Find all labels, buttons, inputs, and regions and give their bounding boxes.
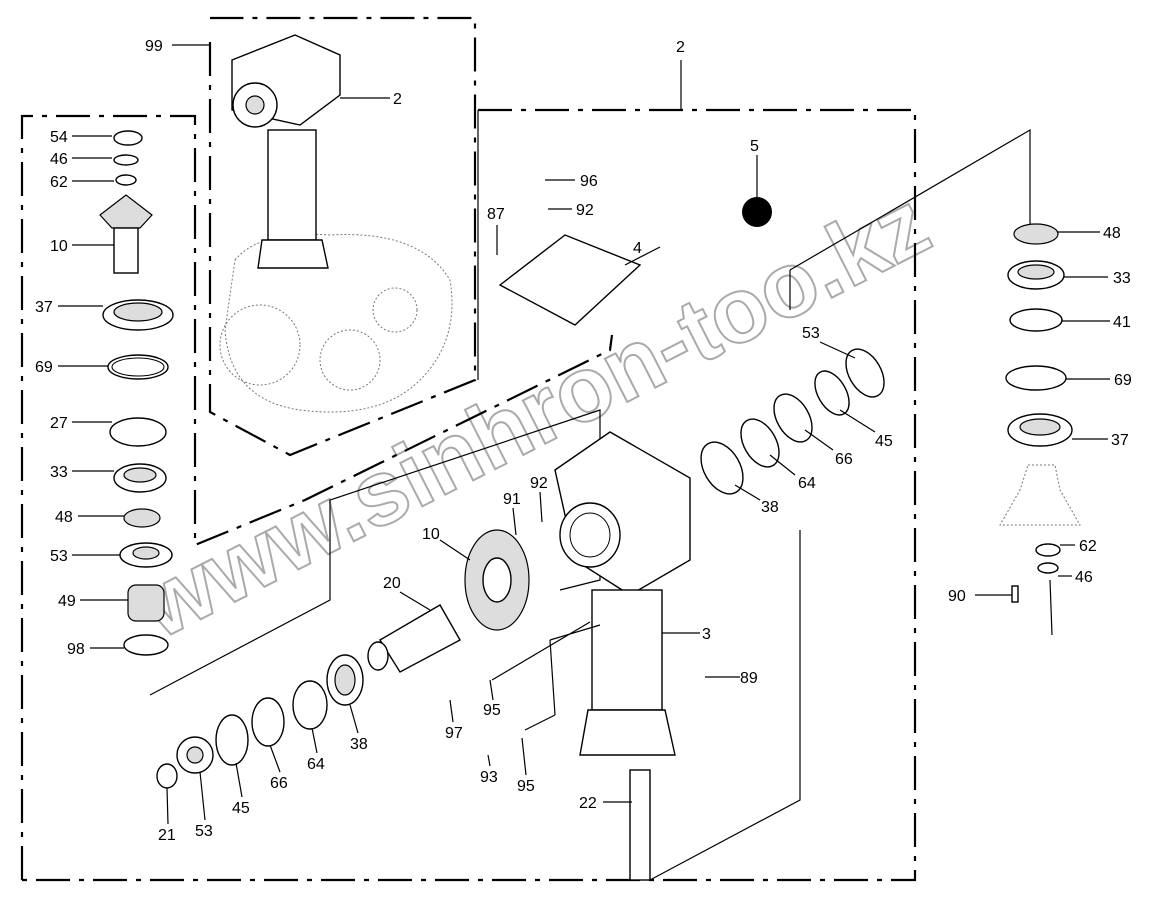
part-label: 62 [1079,538,1097,555]
part-label: 48 [55,509,73,526]
part-label: 69 [1114,372,1132,389]
part-label: 33 [50,464,68,481]
part-label: 66 [835,451,853,468]
part-label: 21 [158,827,176,844]
part-label: 87 [487,206,505,223]
part-label: 92 [576,202,594,219]
part-label: 48 [1103,225,1121,242]
part-label: 62 [50,174,68,191]
part-label: 10 [50,238,68,255]
part-label: 49 [58,593,76,610]
part-label: 53 [802,325,820,342]
right-column-parts [700,197,1081,603]
part-label: 99 [145,38,163,55]
part-label: 91 [503,491,521,508]
part-label: 46 [50,151,68,168]
part-label: 33 [1113,270,1131,287]
part-label: 90 [948,588,966,605]
part-label: 22 [579,795,597,812]
part-label: 3 [702,626,711,643]
gearbox-assembly-99 [219,34,453,413]
grease-point-marker [742,197,772,227]
part-label: 93 [480,769,498,786]
part-label: 38 [350,736,368,753]
part-label: 20 [383,575,401,592]
part-label: 38 [761,499,779,516]
part-label: 54 [50,129,68,146]
part-label: 64 [307,756,325,773]
part-label: 37 [1111,432,1129,449]
leader-lines [58,97,1110,825]
part-labels: 99 2 2 54 46 62 10 37 69 27 33 48 53 49 … [35,38,1132,844]
part-label: 45 [232,800,250,817]
part-label: 41 [1113,314,1131,331]
part-label: 5 [750,138,759,155]
left-column-parts [99,130,174,656]
part-label: 89 [740,670,758,687]
part-label: 69 [35,359,53,376]
frame-lines [20,16,1053,882]
watermark: www.sinhron-too.kz [122,172,945,659]
part-label: 95 [517,778,535,795]
part-label: 27 [50,415,68,432]
part-label: 97 [445,725,463,742]
part-label: 66 [270,775,288,792]
part-label: 53 [50,548,68,565]
part-label: 2 [676,39,685,56]
part-label: 95 [483,702,501,719]
bevel-gear-shaft [156,529,530,789]
gearbox-housing-3 [498,234,691,881]
part-label: 64 [798,475,816,492]
part-label: 2 [393,91,402,108]
part-label: 45 [875,433,893,450]
part-label: 53 [195,823,213,840]
part-label: 4 [633,240,642,257]
part-label: 37 [35,299,53,316]
part-label: 46 [1075,569,1093,586]
part-label: 10 [422,526,440,543]
part-label: 92 [530,475,548,492]
part-label: 98 [67,641,85,658]
part-label: 96 [580,173,598,190]
